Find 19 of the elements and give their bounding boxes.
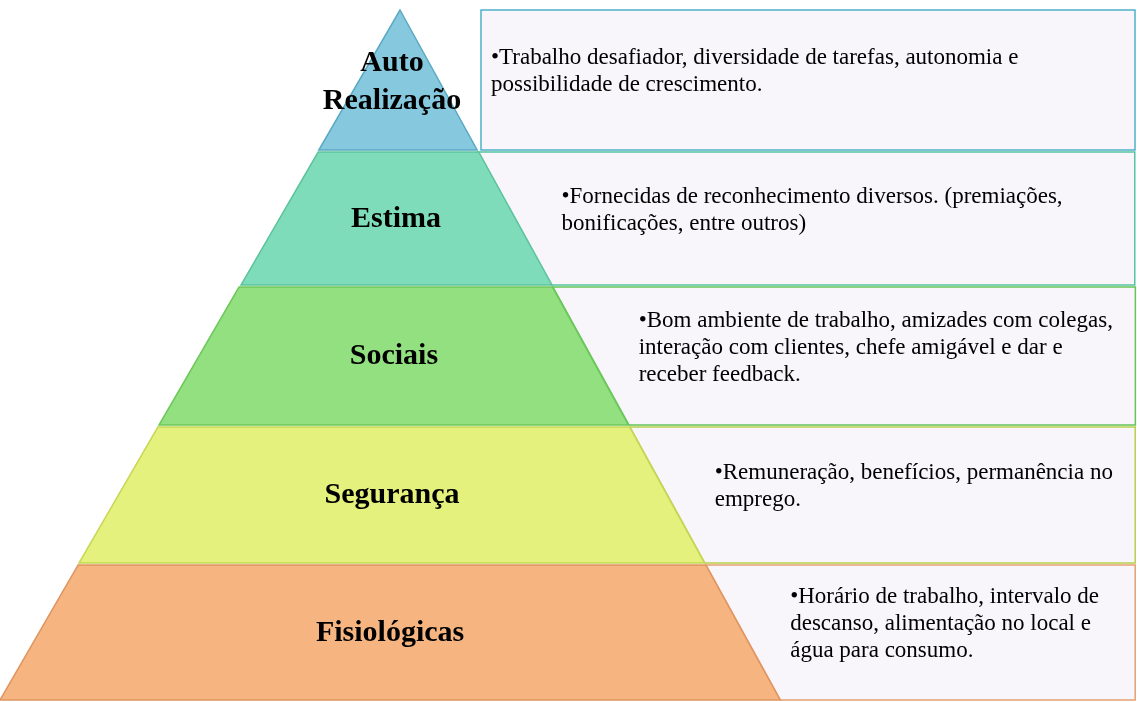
- description-text: •Fornecidas de reconhecimento diversos. (premiações, bonificações, entre outros): [561, 181, 1064, 236]
- description-text: •Remuneração, benefícios, permanência no emprego.: [714, 458, 1114, 512]
- description-panel: [705, 565, 1135, 700]
- tier-label: Estima: [350, 198, 442, 235]
- description-panel: [552, 287, 1135, 425]
- pyramid-tier: [240, 152, 552, 285]
- pyramid-tier: [0, 565, 781, 700]
- tier-label: Fisiológicas: [314, 612, 466, 649]
- tier-label: Segurança: [323, 475, 461, 511]
- description-panel: [478, 152, 1135, 285]
- description-text: •Trabalho desafiador, diversidade de tarefas, autonomia e possibilidade de crescimento.: [491, 43, 1020, 97]
- description-text: •Bom ambiente de trabalho, amizades com colegas, interação com clientes, chefe amigável e dar e receber feedback.: [638, 305, 1114, 387]
- pyramid-tier: [159, 287, 629, 425]
- description-panel: [629, 427, 1135, 563]
- tier-label: Sociais: [348, 336, 440, 372]
- description-panel: [481, 10, 1135, 150]
- tier-label: Auto Realização: [321, 43, 463, 117]
- pyramid-tier: [79, 427, 705, 563]
- description-text: •Horário de trabalho, intervalo de descanso, alimentação no local e água para consumo.: [790, 582, 1101, 663]
